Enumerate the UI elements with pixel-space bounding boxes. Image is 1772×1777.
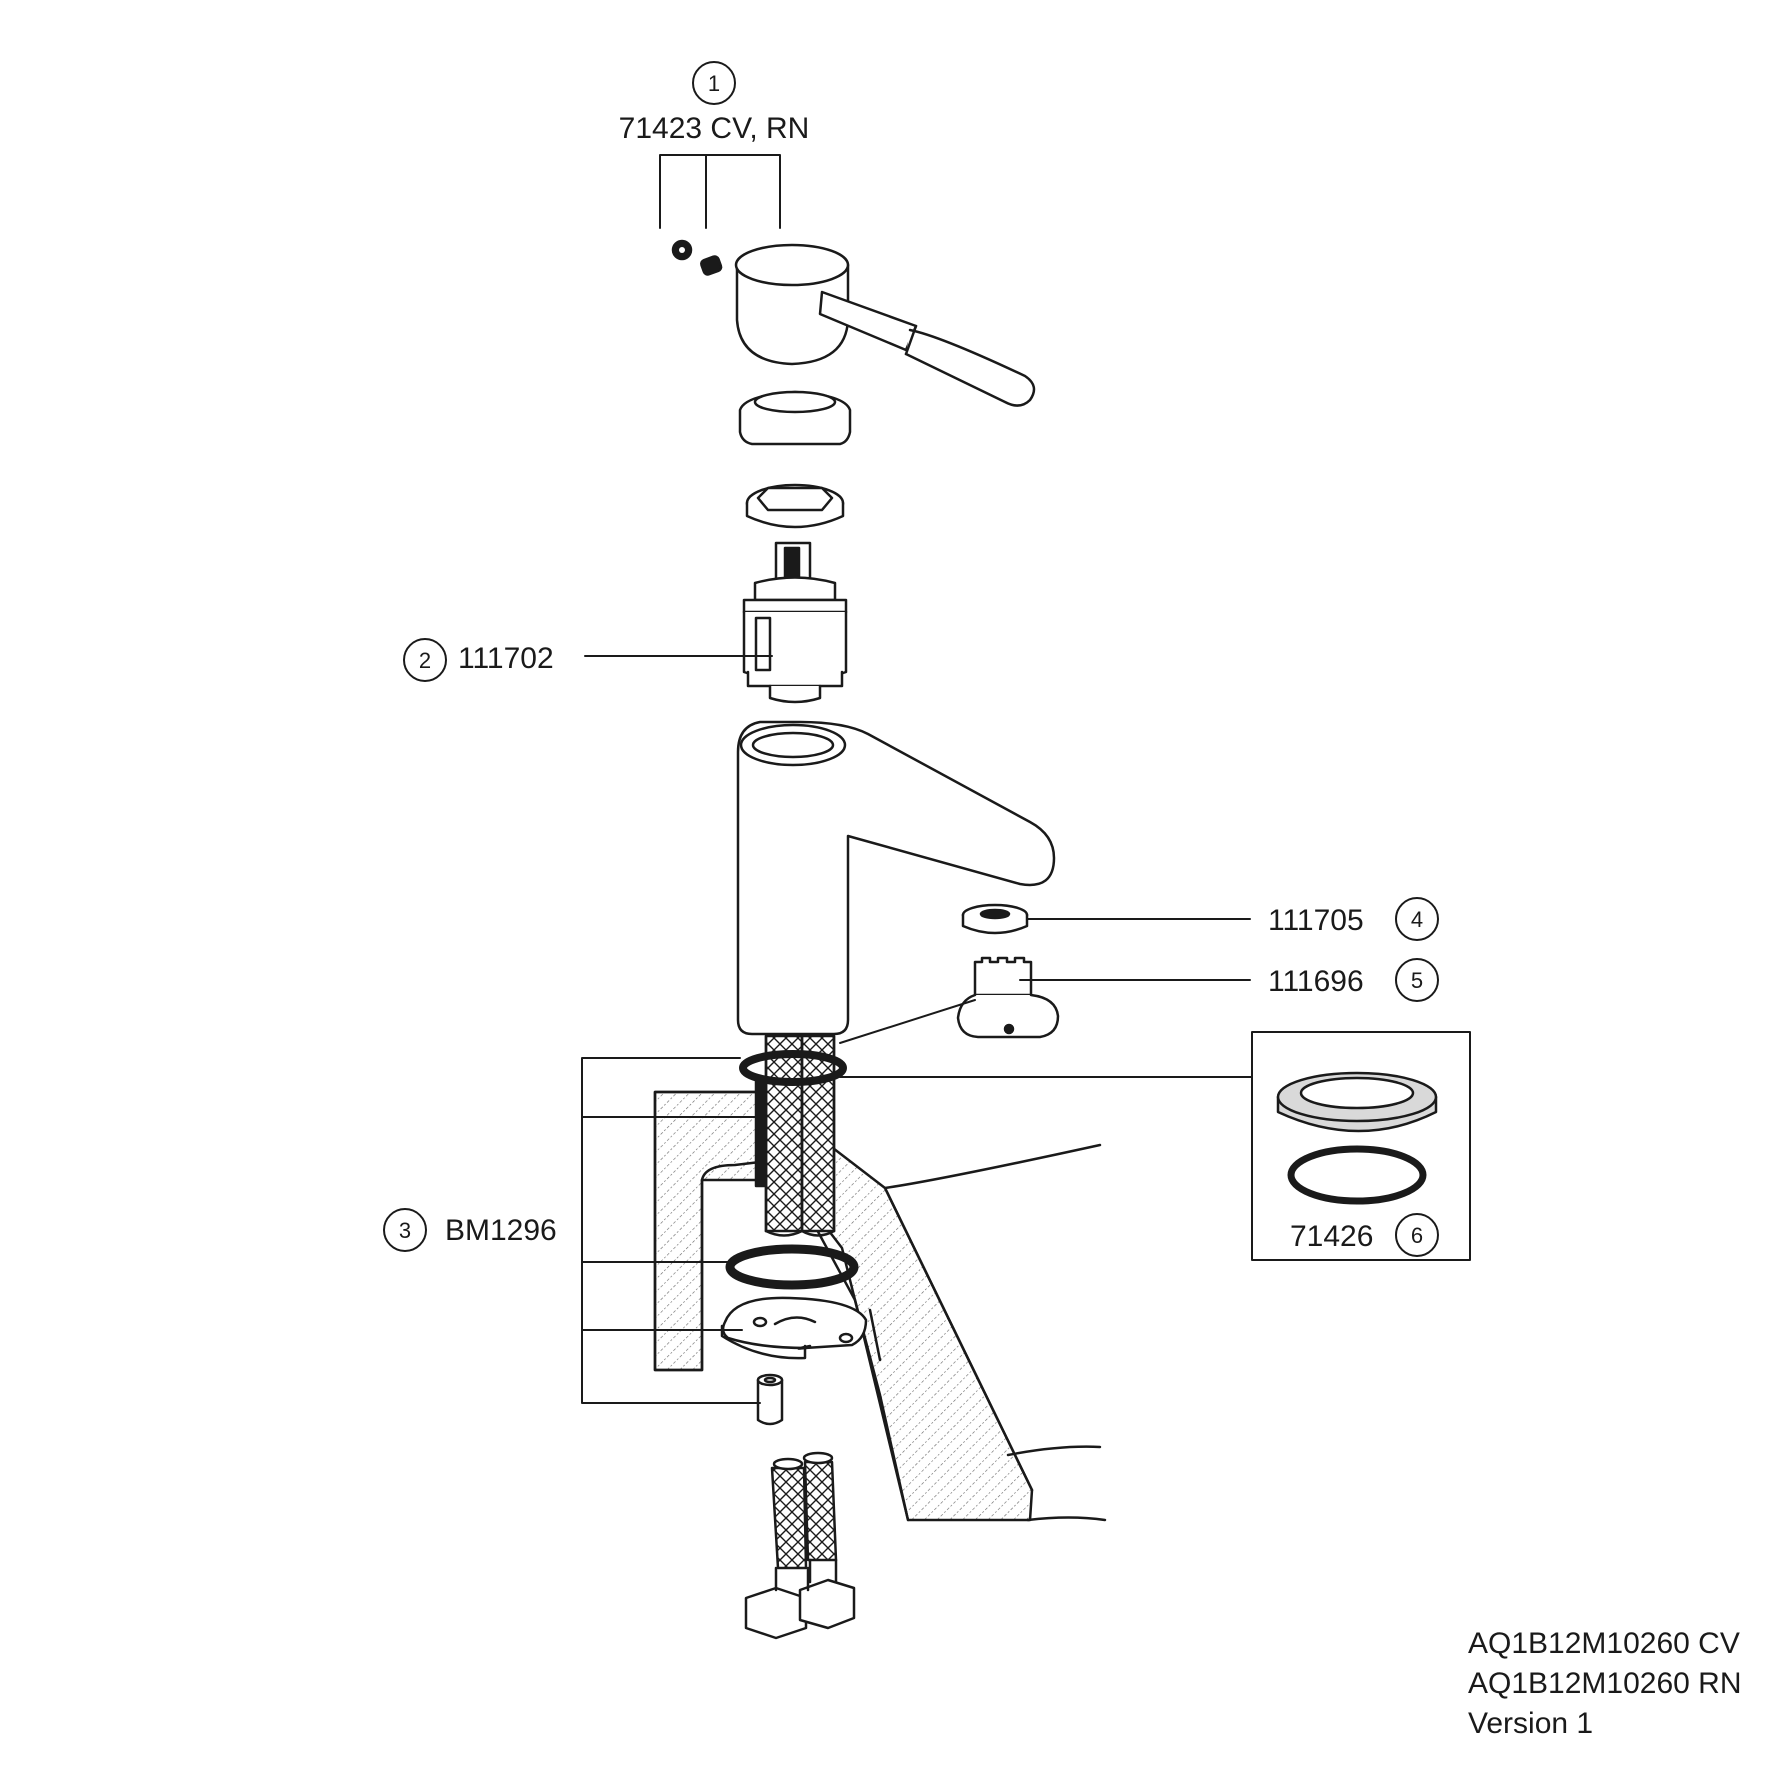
callout-4-part-number: 111705 xyxy=(1268,904,1364,937)
callout-1-number: 1 xyxy=(708,71,720,96)
callout-4-number: 4 xyxy=(1411,907,1423,932)
cover-cap-icon xyxy=(738,390,852,446)
hex-coupling-icon xyxy=(756,1373,784,1426)
cartridge-icon xyxy=(742,541,848,704)
flexible-hoses-icon xyxy=(764,1034,836,1237)
supply-hoses-icon xyxy=(744,1451,856,1640)
callout-6-number: 6 xyxy=(1411,1223,1423,1248)
callout-3 xyxy=(383,1057,761,1404)
callout-3-part-number: BM1296 xyxy=(445,1214,557,1247)
callout-4 xyxy=(1026,897,1439,941)
callout-1 xyxy=(659,61,781,229)
grub-screw-2-icon xyxy=(700,255,723,276)
callout-3-number: 3 xyxy=(399,1218,411,1243)
countertop-section-icon xyxy=(653,1090,1107,1522)
callout-5 xyxy=(1019,958,1439,1002)
callout-2-part-number: 111702 xyxy=(458,642,554,675)
flow-restrictor-icon xyxy=(961,903,1029,935)
o-ring-lower-icon xyxy=(725,1244,859,1290)
callout-2-number: 2 xyxy=(419,648,431,673)
version-label: Version 1 xyxy=(1468,1707,1593,1740)
callout-6-part-number: 71426 xyxy=(1290,1220,1373,1253)
callout-1-part-number: 71423 CV, RN xyxy=(619,112,810,145)
callout-5-part-number: 111696 xyxy=(1268,965,1364,998)
tap-body-icon xyxy=(736,720,1056,1036)
aerator-icon xyxy=(956,956,1060,1039)
seal-ring-icon xyxy=(1287,1145,1427,1205)
seal-kit-box xyxy=(839,1031,1471,1261)
threaded-stud-icon xyxy=(754,1076,768,1188)
o-ring-upper-icon xyxy=(739,1050,847,1086)
lever-handle-icon xyxy=(734,243,1036,407)
model-code-rn: AQ1B12M10260 RN xyxy=(1468,1667,1742,1700)
model-code-cv: AQ1B12M10260 CV xyxy=(1468,1627,1740,1660)
grub-screw-1-icon xyxy=(671,239,693,261)
base-gasket-icon xyxy=(1276,1071,1438,1133)
callout-5-number: 5 xyxy=(1411,968,1423,993)
callout-2 xyxy=(403,638,773,682)
fixing-plate-icon xyxy=(720,1296,868,1360)
hex-nut-icon xyxy=(745,483,845,529)
